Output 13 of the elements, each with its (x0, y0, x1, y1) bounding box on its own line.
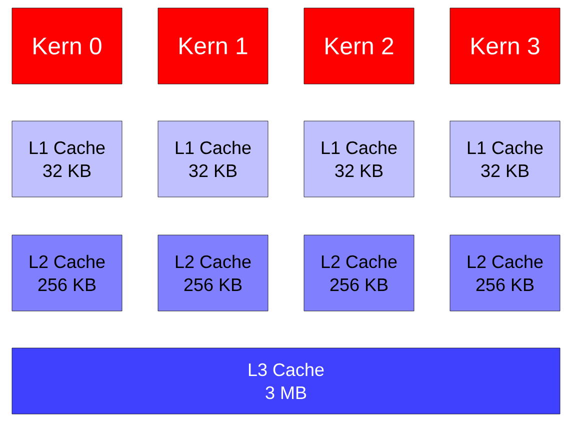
cache-box: L1 Cache 32 KB (12, 120, 122, 198)
cache-box: L1 Cache 32 KB (450, 120, 560, 198)
core-box: Kern 3 (450, 8, 560, 84)
cache-box: L2 Cache 256 KB (450, 234, 560, 312)
core-box: Kern 2 (304, 8, 414, 84)
cache-box: L3 Cache 3 MB (12, 348, 560, 414)
core-box: Kern 0 (12, 8, 122, 84)
cache-box: L1 Cache 32 KB (304, 120, 414, 198)
cache-box: L2 Cache 256 KB (158, 234, 268, 312)
cache-box: L2 Cache 256 KB (304, 234, 414, 312)
cache-box: L2 Cache 256 KB (12, 234, 122, 312)
core-box: Kern 1 (158, 8, 268, 84)
cache-box: L1 Cache 32 KB (158, 120, 268, 198)
